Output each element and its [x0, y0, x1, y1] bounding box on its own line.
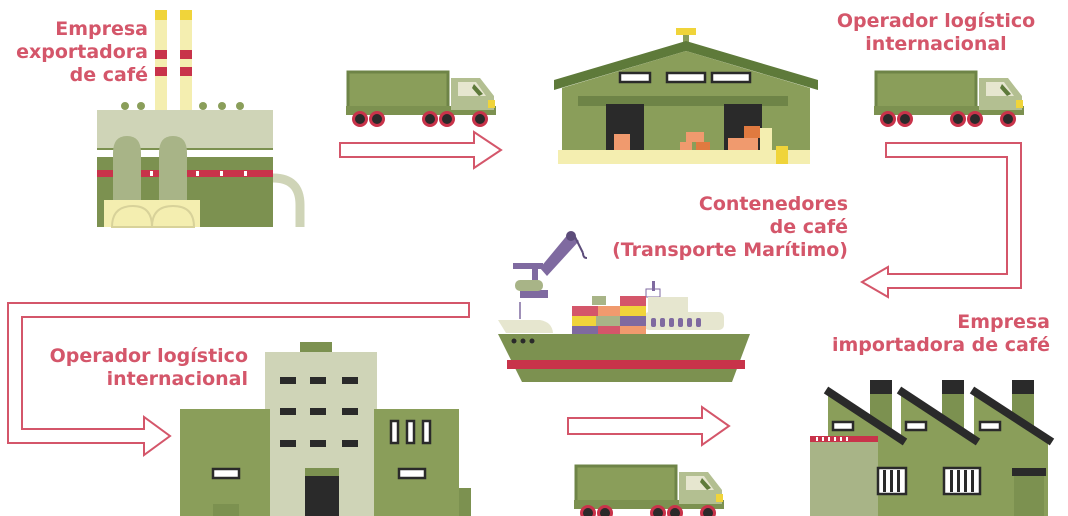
exporter-label: Empresa exportadora de café [8, 18, 148, 87]
containers-label-line: de café [769, 216, 848, 238]
importer-label-line: importadora de café [831, 334, 1050, 356]
operator-top-label: Operador logístico internacional [826, 10, 1046, 56]
operator-bottom-label-line: internacional [106, 368, 248, 390]
containers-label-line: (Transporte Marítimo) [612, 239, 848, 261]
containers-label-line: Contenedores [698, 193, 848, 215]
warehouse-icon [554, 28, 818, 164]
flow-arrow [339, 130, 503, 170]
operator-bottom-label-line: Operador logístico [49, 345, 248, 367]
sawtooth-factory-icon [810, 380, 1055, 516]
exporter-label-line: de café [69, 64, 148, 86]
importer-label-line: Empresa [957, 311, 1050, 333]
containers-label: Contenedores de café (Transporte Marítim… [600, 193, 848, 262]
operator-bottom-label: Operador logístico internacional [30, 345, 248, 391]
office-building-icon [180, 342, 471, 516]
flow-arrow [7, 302, 470, 457]
factory-icon [97, 10, 305, 228]
operator-top-label-line: Operador logístico [836, 10, 1036, 32]
exporter-label-line: exportadora [16, 41, 148, 63]
truck-icon [344, 70, 498, 129]
importer-label: Empresa importadora de café [812, 311, 1050, 357]
truck-icon [572, 464, 726, 516]
flow-arrow [859, 142, 1022, 299]
truck-icon [872, 70, 1026, 129]
cargo-ship-icon [498, 231, 750, 382]
flow-arrow [567, 405, 731, 447]
operator-top-label-line: internacional [865, 33, 1007, 55]
exporter-label-line: Empresa [55, 18, 148, 40]
